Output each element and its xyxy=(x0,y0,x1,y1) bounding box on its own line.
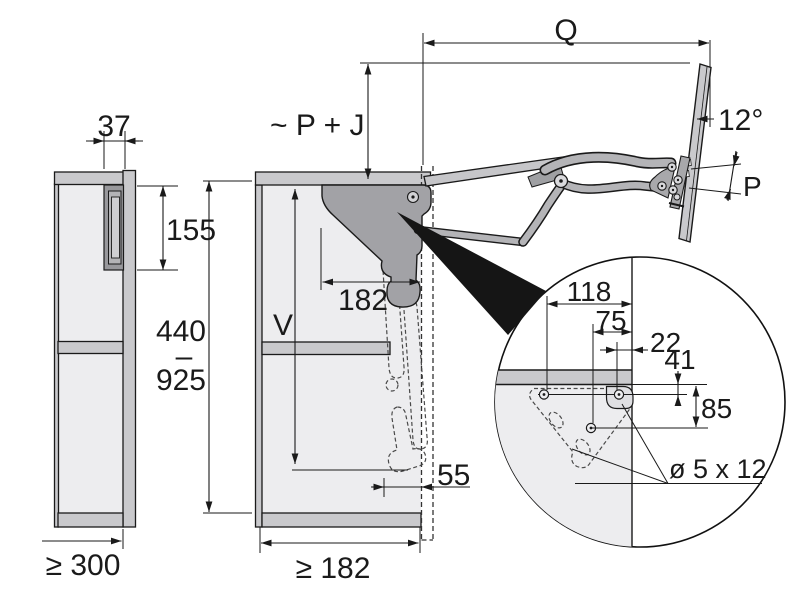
dim-min-300-label: ≥ 300 xyxy=(46,549,121,582)
front-door-edge xyxy=(122,169,137,528)
closed-door-dashed xyxy=(420,166,434,541)
shelf xyxy=(57,340,124,355)
dim-182: 182 xyxy=(320,228,420,317)
dim-p: P xyxy=(688,150,762,202)
section-top-panel xyxy=(254,171,432,186)
opened-door-panel xyxy=(678,63,712,243)
bracket-foot xyxy=(668,202,685,208)
dim-range-sep: – xyxy=(176,340,193,373)
dim-q: Q xyxy=(422,14,711,165)
dim-12-label: 12° xyxy=(718,104,763,137)
detail-dim-85: 85 xyxy=(591,386,732,429)
dim-37: 37 xyxy=(86,110,143,169)
dim-q-label: Q xyxy=(554,14,577,47)
lower-arm xyxy=(558,179,668,193)
opened-door-view: Q xyxy=(413,14,763,247)
dim-min-182-label: ≥ 182 xyxy=(296,552,371,585)
dim-182-label: 182 xyxy=(338,284,388,317)
bracket-screws xyxy=(657,162,683,201)
cabinet-side-view: 37 155 440 – 925 ≥ 300 xyxy=(42,110,252,582)
detail-dim-118: 118 xyxy=(546,276,632,390)
bottom-panel xyxy=(57,512,124,528)
detail-circle-view: 118 75 22 41 85 xyxy=(494,256,786,548)
fitting-mounting-plate xyxy=(321,184,432,308)
detail-85-label: 85 xyxy=(701,393,732,424)
upper-arm xyxy=(541,153,675,174)
dim-min-182: ≥ 182 xyxy=(259,527,421,585)
dim-55-label: 55 xyxy=(437,459,470,492)
detail-screw-label: ø 5 x 12 xyxy=(669,454,767,484)
detail-screws xyxy=(538,389,625,434)
dim-pj-label: ~ P + J xyxy=(270,109,365,142)
back-panel-edge xyxy=(53,183,60,528)
dim-37-label: 37 xyxy=(97,110,130,143)
detail-side-panel-face xyxy=(495,384,632,547)
detail-dim-41: 41 xyxy=(632,344,707,406)
detail-callout-wedge xyxy=(397,212,546,335)
dim-155: 155 xyxy=(137,185,216,271)
detail-118-label: 118 xyxy=(567,276,612,307)
tension-rod xyxy=(415,227,526,245)
section-back-panel xyxy=(254,184,263,528)
lift-arm-linkage xyxy=(413,151,691,247)
detail-top-panel-strip xyxy=(495,370,632,385)
detail-41-label: 41 xyxy=(664,344,695,375)
dim-p-plus-j: ~ P + J xyxy=(270,62,690,179)
section-bottom-panel xyxy=(261,512,422,528)
dim-440-925: 440 – 925 xyxy=(156,180,252,514)
detail-plate-dashed-outline xyxy=(528,387,634,469)
dim-925-label: 925 xyxy=(156,364,206,397)
dim-v-label: V xyxy=(273,309,293,342)
detail-dim-22: 22 xyxy=(600,327,681,390)
detail-75-label: 75 xyxy=(595,305,626,336)
curved-link xyxy=(519,182,565,246)
dim-min-300: ≥ 300 xyxy=(42,529,124,582)
detail-dim-75: 75 xyxy=(592,305,632,423)
dim-12-deg: 12° xyxy=(697,104,763,137)
fitting-side-profile xyxy=(103,184,125,271)
dim-v: V xyxy=(273,189,408,471)
detail-22-label: 22 xyxy=(650,327,681,358)
top-panel xyxy=(53,171,125,186)
cabinet-section-view: ~ P + J V 182 55 ≥ 182 xyxy=(254,62,690,585)
dim-p-label: P xyxy=(743,171,762,202)
dim-55: 55 xyxy=(371,459,470,497)
section-shelf xyxy=(261,341,391,356)
dim-440-label: 440 xyxy=(156,315,206,348)
detail-screw-spec: ø 5 x 12 xyxy=(571,403,767,484)
